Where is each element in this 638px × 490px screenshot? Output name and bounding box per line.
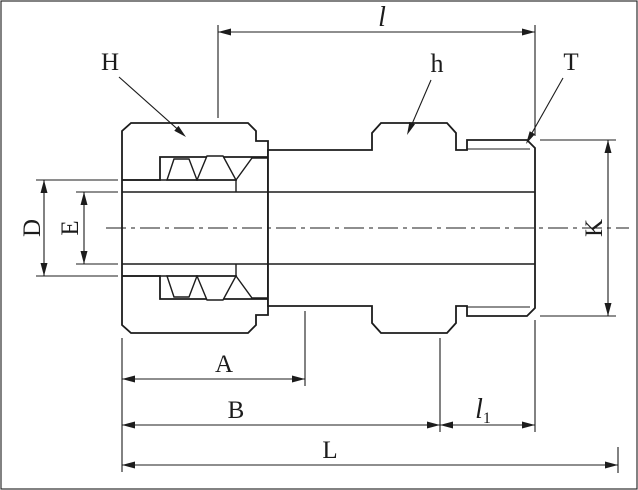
- arrowhead: [526, 131, 535, 144]
- dim-label-l1-subscript: 1: [483, 410, 491, 427]
- arrowhead: [174, 125, 186, 137]
- dim-label-h: h: [431, 49, 444, 78]
- dimension-l: l: [217, 2, 536, 136]
- internal-detail: [122, 155, 535, 301]
- dimension-A: A: [122, 311, 306, 386]
- dim-label-l1: l1: [475, 394, 491, 427]
- dim-label-l: l: [378, 2, 386, 33]
- arrowhead: [522, 421, 535, 429]
- dimension-B: B: [122, 338, 441, 432]
- dim-label-A: A: [215, 351, 233, 378]
- dim-label-T: T: [563, 49, 578, 76]
- body-nose-top: [235, 157, 268, 181]
- back-ferrule-top: [166, 158, 199, 181]
- arrowhead: [522, 28, 535, 36]
- arrowhead: [604, 303, 612, 316]
- arrowhead: [605, 461, 618, 469]
- dimension-l1: l1: [440, 320, 536, 432]
- leader-line: [118, 76, 184, 135]
- arrowhead: [40, 263, 48, 276]
- dimension-L: L: [122, 437, 619, 473]
- dim-label-D: D: [19, 219, 46, 237]
- arrowhead: [122, 461, 135, 469]
- arrowhead: [440, 421, 453, 429]
- arrowhead: [604, 140, 612, 153]
- leader-line: [527, 77, 564, 141]
- arrowhead: [80, 192, 88, 205]
- arrowhead: [122, 375, 135, 383]
- dim-label-l1-base: l: [475, 394, 483, 425]
- dimension-E: E: [57, 191, 118, 265]
- dim-label-L: L: [322, 437, 337, 464]
- arrowhead: [292, 375, 305, 383]
- leader-line: [408, 79, 432, 132]
- front-ferrule-bottom: [195, 275, 238, 301]
- arrowhead: [122, 421, 135, 429]
- arrowhead: [427, 421, 440, 429]
- leader-h: h: [407, 49, 444, 135]
- dim-label-H: H: [101, 49, 119, 76]
- fitting-body: [267, 122, 536, 334]
- leader-T: T: [526, 49, 579, 144]
- leader-H: H: [101, 49, 186, 137]
- dim-label-B: B: [228, 397, 245, 424]
- front-ferrule-top: [195, 155, 238, 181]
- arrowhead: [407, 121, 415, 135]
- body-nose-bottom: [235, 275, 268, 299]
- dimension-D: D: [19, 179, 118, 277]
- dimension-K: K: [540, 139, 616, 317]
- dim-label-K: K: [581, 219, 608, 237]
- body-outline: [267, 122, 536, 334]
- arrowhead: [80, 251, 88, 264]
- back-ferrule-bottom: [166, 275, 199, 298]
- arrowhead: [40, 180, 48, 193]
- dim-label-E: E: [57, 220, 84, 235]
- arrowhead: [218, 28, 231, 36]
